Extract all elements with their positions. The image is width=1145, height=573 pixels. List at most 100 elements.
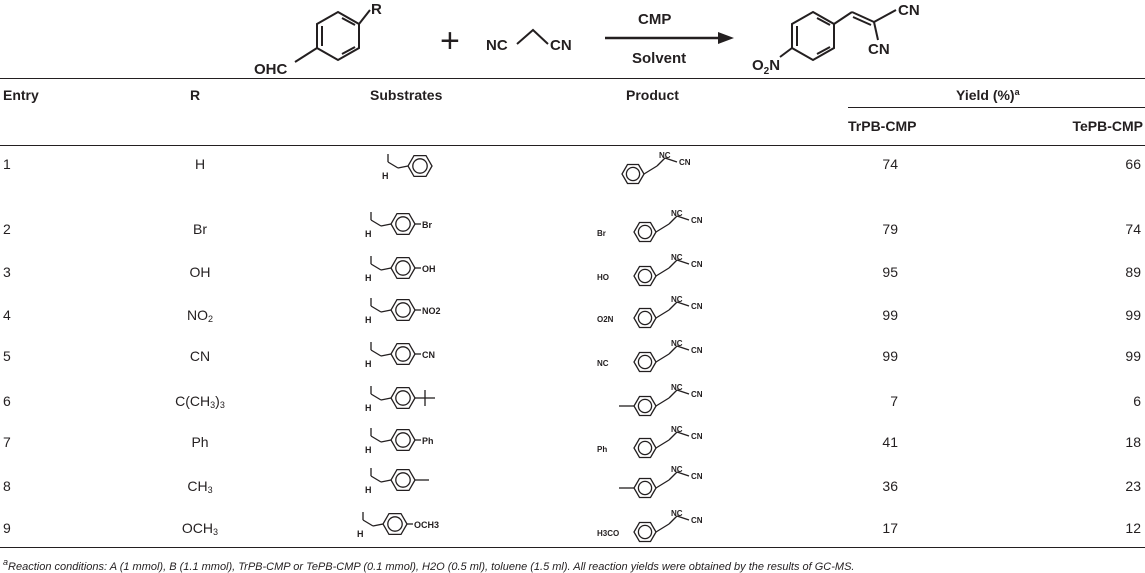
substrate-group-label: Ph xyxy=(422,436,434,446)
header-r: R xyxy=(190,87,201,103)
row-entry: 3 xyxy=(3,264,11,280)
product-nc-label: NC xyxy=(671,253,683,262)
aldehyde-h-label: H xyxy=(365,315,372,325)
row-yield-tepb: 74 xyxy=(1125,221,1141,237)
reaction-scheme: R OHC + NC CN CMP Solvent CN CN O2N xyxy=(254,1,920,78)
aldehyde-h-label: H xyxy=(357,529,364,539)
malononitrile-bonds xyxy=(516,28,549,45)
reactant-ohc-label: OHC xyxy=(254,61,288,78)
substrate-structure: H xyxy=(382,154,433,181)
product-cn-label: CN xyxy=(679,158,691,167)
aldehyde-h-label: H xyxy=(365,273,372,283)
row-yield-trpb: 74 xyxy=(882,156,898,172)
product-nc-label: NC xyxy=(659,151,671,160)
reaction-arrowhead xyxy=(718,32,734,44)
row-yield-trpb: 7 xyxy=(890,393,898,409)
row-entry: 6 xyxy=(3,393,11,409)
substrate-group-label: NO2 xyxy=(422,306,441,316)
header-tepb-cmp: TePB-CMP xyxy=(1072,118,1143,134)
row-yield-tepb: 18 xyxy=(1125,434,1141,450)
row-entry: 8 xyxy=(3,478,11,494)
yield-rule xyxy=(848,107,1145,108)
product-cn-label: CN xyxy=(691,472,703,481)
row-yield-trpb: 79 xyxy=(882,221,898,237)
substrate-structure: H CN xyxy=(365,342,435,369)
row-yield-tepb: 89 xyxy=(1125,264,1141,280)
row-r: Ph xyxy=(191,434,209,450)
product-structure xyxy=(779,9,897,62)
row-yield-trpb: 41 xyxy=(882,434,898,450)
substrate-structure: HBr xyxy=(365,212,432,239)
row-yield-trpb: 99 xyxy=(882,348,898,364)
row-yield-trpb: 17 xyxy=(882,520,898,536)
product-group-label: O2N xyxy=(597,315,614,324)
substrate-group-label: OCH3 xyxy=(414,520,439,530)
product-structure: NC CN xyxy=(619,465,703,499)
row-yield-tepb: 66 xyxy=(1125,156,1141,172)
product-cn-bottom: CN xyxy=(868,41,890,58)
substrate-group-label: CN xyxy=(422,350,435,360)
substrate-group-label: Br xyxy=(422,220,432,230)
product-cn-label: CN xyxy=(691,346,703,355)
row-r: OCH3 xyxy=(181,520,219,537)
product-cn-label: CN xyxy=(691,432,703,441)
product-nc-label: NC xyxy=(671,465,683,474)
product-cn-label: CN xyxy=(691,302,703,311)
substrate-group-label: OH xyxy=(422,264,436,274)
product-group-label: HO xyxy=(597,273,609,282)
row-yield-trpb: 95 xyxy=(882,264,898,280)
row-yield-trpb: 99 xyxy=(882,307,898,323)
aldehyde-h-label: H xyxy=(382,171,389,181)
reactant-r-label: R xyxy=(371,1,382,18)
product-nc-label: NC xyxy=(671,295,683,304)
substrate-structure: H OH xyxy=(365,256,436,283)
product-structure: NC CN NC xyxy=(597,339,703,373)
header-trpb-cmp: TrPB-CMP xyxy=(848,118,917,134)
product-nc-label: NC xyxy=(671,209,683,218)
product-structure: NC CN xyxy=(621,151,691,185)
table-bottom-rule xyxy=(0,547,1145,548)
header-entry: Entry xyxy=(3,87,39,103)
header-bottom-rule xyxy=(0,145,1145,146)
row-entry: 1 xyxy=(3,156,11,172)
product-cn-label: CN xyxy=(691,216,703,225)
aldehyde-h-label: H xyxy=(365,485,372,495)
header-yield: Yield (%)a xyxy=(956,87,1020,103)
row-yield-tepb: 23 xyxy=(1125,478,1141,494)
row-yield-tepb: 12 xyxy=(1125,520,1141,536)
catalyst-label: CMP xyxy=(638,11,671,28)
plus-sign: + xyxy=(440,22,460,60)
footnote: aReaction conditions: A (1 mmol), B (1.1… xyxy=(3,557,855,573)
row-r: CN xyxy=(189,348,211,364)
row-yield-tepb: 6 xyxy=(1133,393,1141,409)
row-entry: 7 xyxy=(3,434,11,450)
row-entry: 5 xyxy=(3,348,11,364)
aldehyde-h-label: H xyxy=(365,403,372,413)
substrate-structure: H NO2 xyxy=(365,298,441,325)
product-nc-label: NC xyxy=(671,339,683,348)
row-r: NO2 xyxy=(186,307,213,324)
row-yield-tepb: 99 xyxy=(1125,348,1141,364)
row-entry: 2 xyxy=(3,221,11,237)
product-structure: NC CN O2N xyxy=(597,295,703,329)
solvent-label: Solvent xyxy=(632,50,686,67)
header-substrates: Substrates xyxy=(370,87,443,103)
reactant-benzaldehyde xyxy=(294,9,371,63)
product-cn-label: CN xyxy=(691,390,703,399)
malononitrile-cn: CN xyxy=(550,37,572,54)
row-r: Br xyxy=(193,221,207,237)
row-yield-trpb: 36 xyxy=(882,478,898,494)
row-r: CH3 xyxy=(187,478,213,495)
header-product: Product xyxy=(626,87,679,103)
substrate-structure: H xyxy=(365,386,435,413)
product-group-label: Ph xyxy=(597,445,607,454)
aldehyde-h-label: H xyxy=(365,445,372,455)
aldehyde-h-label: H xyxy=(365,359,372,369)
row-entry: 4 xyxy=(3,307,11,323)
malononitrile-nc: NC xyxy=(486,37,508,54)
product-group-label: NC xyxy=(597,359,609,368)
